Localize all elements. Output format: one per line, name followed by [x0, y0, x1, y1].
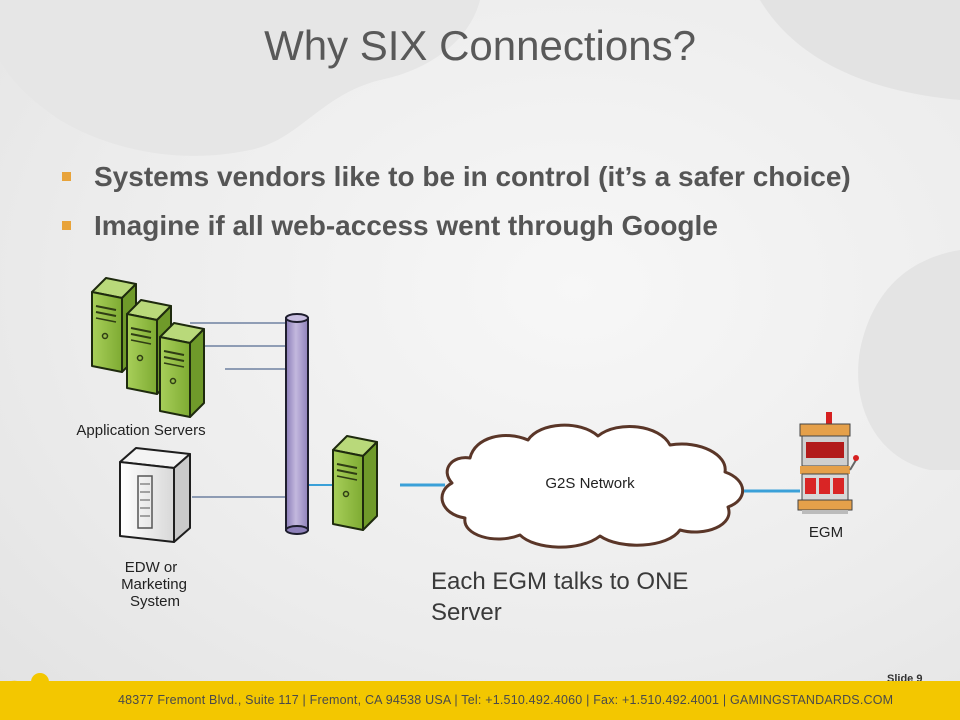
egm-slot-machine-icon [797, 412, 859, 514]
note-line2: Server [431, 599, 502, 626]
bullet-item: Systems vendors like to be in control (i… [58, 160, 858, 194]
host-server-icon [332, 435, 378, 531]
footer-contact-text: 48377 Fremont Blvd., Suite 117 | Fremont… [118, 693, 894, 707]
application-servers-label: Application Servers [76, 422, 205, 439]
bus-cylinder [285, 313, 309, 535]
application-servers-icon [91, 277, 205, 418]
slide-title: Why SIX Connections? [264, 22, 696, 69]
note-line1: Each EGM talks to ONE [431, 568, 688, 595]
app-server-links [190, 322, 287, 498]
bullet-text: Imagine if all web-access went through G… [94, 210, 718, 241]
edw-server-icon [119, 447, 191, 543]
edw-label-line2: Marketing [121, 576, 187, 593]
bullet-marker-icon [62, 172, 71, 181]
bullet-marker-icon [62, 221, 71, 230]
puzzle-logo-icon [0, 673, 80, 720]
g2s-network-cloud [440, 423, 745, 549]
footer-bar [0, 681, 960, 720]
g2s-network-label: G2S Network [545, 475, 635, 492]
bullet-text: Systems vendors like to be in control (i… [94, 161, 851, 192]
bullet-list: Systems vendors like to be in control (i… [58, 160, 858, 258]
edw-label-line3: System [130, 593, 180, 610]
bullet-item: Imagine if all web-access went through G… [58, 209, 858, 243]
edw-label-line1: EDW or [125, 559, 178, 576]
egm-label: EGM [809, 524, 843, 541]
